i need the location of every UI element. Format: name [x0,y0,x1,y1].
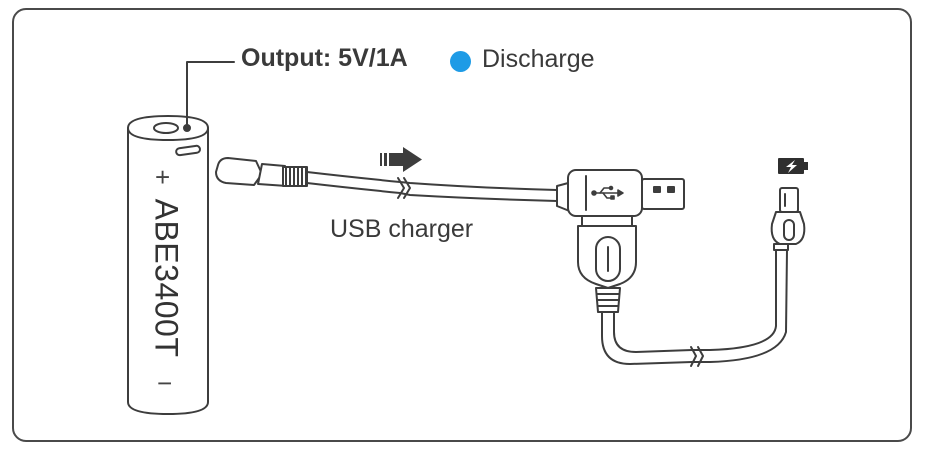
lower-cable-break [690,346,697,367]
output-spec-label: Output: 5V/1A [241,44,408,72]
usb-c-plug [215,157,308,187]
usb-icon [591,185,624,200]
discharge-indicator-dot [450,51,471,72]
arrow-right-icon [380,147,422,172]
output-leader-line [186,61,235,126]
lightning-icon [786,160,797,173]
charging-cable-bottom [306,182,558,202]
battery-positive-terminal [153,122,179,134]
battery-minus-sign: − [157,368,173,398]
battery-model-label: ABE3400T [148,198,185,358]
battery [127,115,209,415]
cable-break-mark [397,177,405,199]
diagram-frame [12,8,912,442]
usb-port [175,144,201,157]
usb-charger-label: USB charger [330,215,474,243]
dual-usb-connector [556,169,685,313]
lower-cable-outer [601,249,788,365]
discharge-label: Discharge [482,45,595,73]
battery-plus-sign: + [155,162,171,192]
usb-c-end-plug [770,187,806,251]
charging-cable-top [306,171,558,191]
charging-battery-icon [778,158,808,174]
